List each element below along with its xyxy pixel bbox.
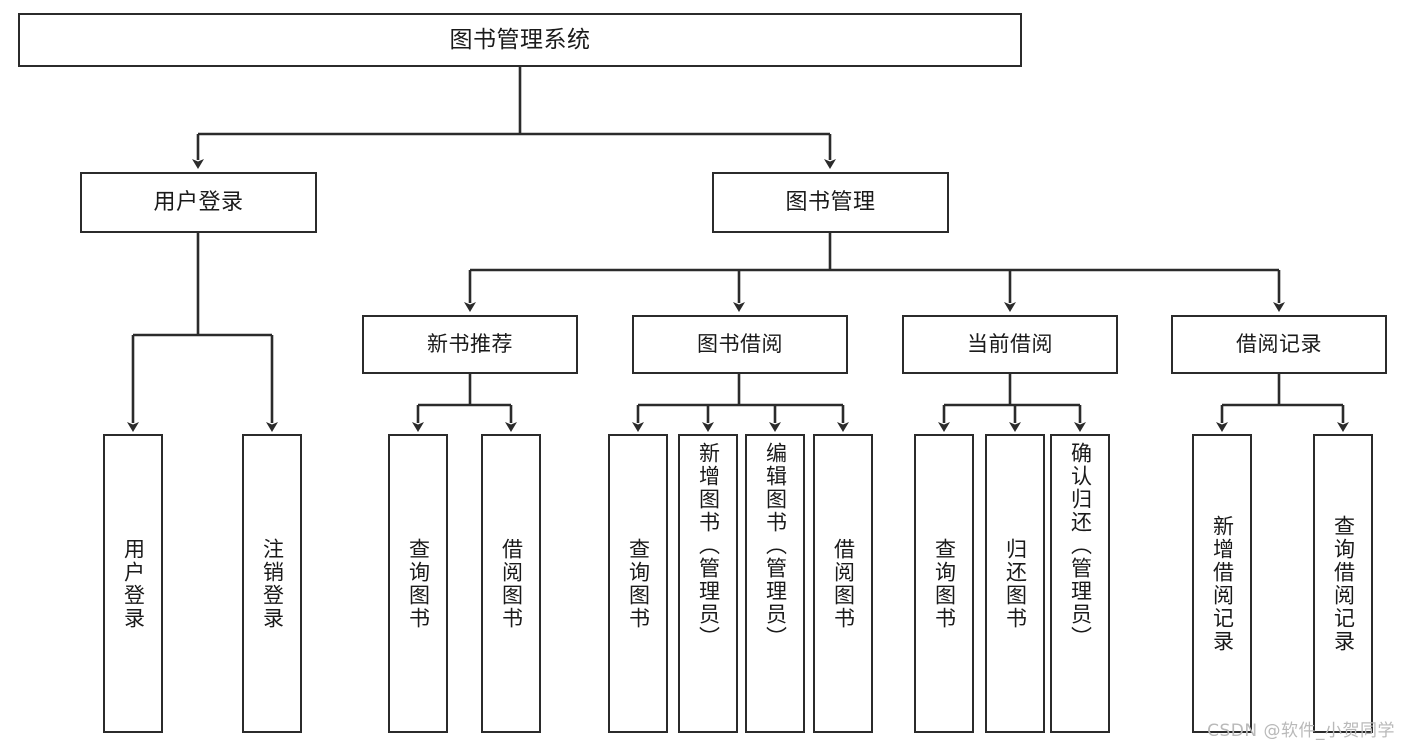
leaf-borrow-add-book-admin[interactable]: 新增图书（管理员） — [678, 434, 738, 733]
node-root-system[interactable]: 图书管理系统 — [18, 13, 1022, 67]
leaf-new-book-borrow[interactable]: 借阅图书 — [481, 434, 541, 733]
node-label: 用户登录 — [121, 537, 146, 630]
node-label: 查询图书 — [626, 537, 651, 630]
leaf-borrow-edit-book-admin[interactable]: 编辑图书（管理员） — [745, 434, 805, 733]
leaf-current-return-book[interactable]: 归还图书 — [985, 434, 1045, 733]
leaf-user-login-login[interactable]: 用户登录 — [103, 434, 163, 733]
node-label: 查询图书 — [406, 537, 431, 630]
node-label: 归还图书 — [1003, 537, 1028, 630]
node-book-borrow[interactable]: 图书借阅 — [632, 315, 848, 374]
node-label: 图书借阅 — [697, 332, 783, 357]
leaf-current-confirm-return-admin[interactable]: 确认归还（管理员） — [1050, 434, 1110, 733]
node-label: 新书推荐 — [427, 332, 513, 357]
node-borrow-records[interactable]: 借阅记录 — [1171, 315, 1387, 374]
node-label: 查询借阅记录 — [1331, 514, 1356, 653]
node-label: 查询图书 — [932, 537, 957, 630]
node-label: 图书管理系统 — [449, 26, 591, 53]
leaf-current-query-book[interactable]: 查询图书 — [914, 434, 974, 733]
node-label: 借阅图书 — [499, 537, 524, 630]
node-label: 借阅记录 — [1236, 332, 1322, 357]
leaf-user-login-logout[interactable]: 注销登录 — [242, 434, 302, 733]
leaf-borrow-borrow-book[interactable]: 借阅图书 — [813, 434, 873, 733]
node-label: 注销登录 — [260, 537, 285, 630]
node-new-book-recommend[interactable]: 新书推荐 — [362, 315, 578, 374]
leaf-new-book-query[interactable]: 查询图书 — [388, 434, 448, 733]
node-label: 当前借阅 — [967, 332, 1053, 357]
leaf-borrow-query-book[interactable]: 查询图书 — [608, 434, 668, 733]
node-label: 图书管理 — [785, 189, 876, 215]
node-label: 新增借阅记录 — [1210, 514, 1235, 653]
node-label: 新增图书（管理员） — [696, 442, 721, 649]
leaf-records-add-record[interactable]: 新增借阅记录 — [1192, 434, 1252, 733]
node-label: 确认归还（管理员） — [1068, 442, 1093, 649]
node-label: 用户登录 — [153, 189, 244, 215]
leaf-records-query-record[interactable]: 查询借阅记录 — [1313, 434, 1373, 733]
node-label: 编辑图书（管理员） — [763, 442, 788, 649]
node-book-management[interactable]: 图书管理 — [712, 172, 949, 233]
node-label: 借阅图书 — [831, 537, 856, 630]
node-current-borrow[interactable]: 当前借阅 — [902, 315, 1118, 374]
node-user-login[interactable]: 用户登录 — [80, 172, 317, 233]
